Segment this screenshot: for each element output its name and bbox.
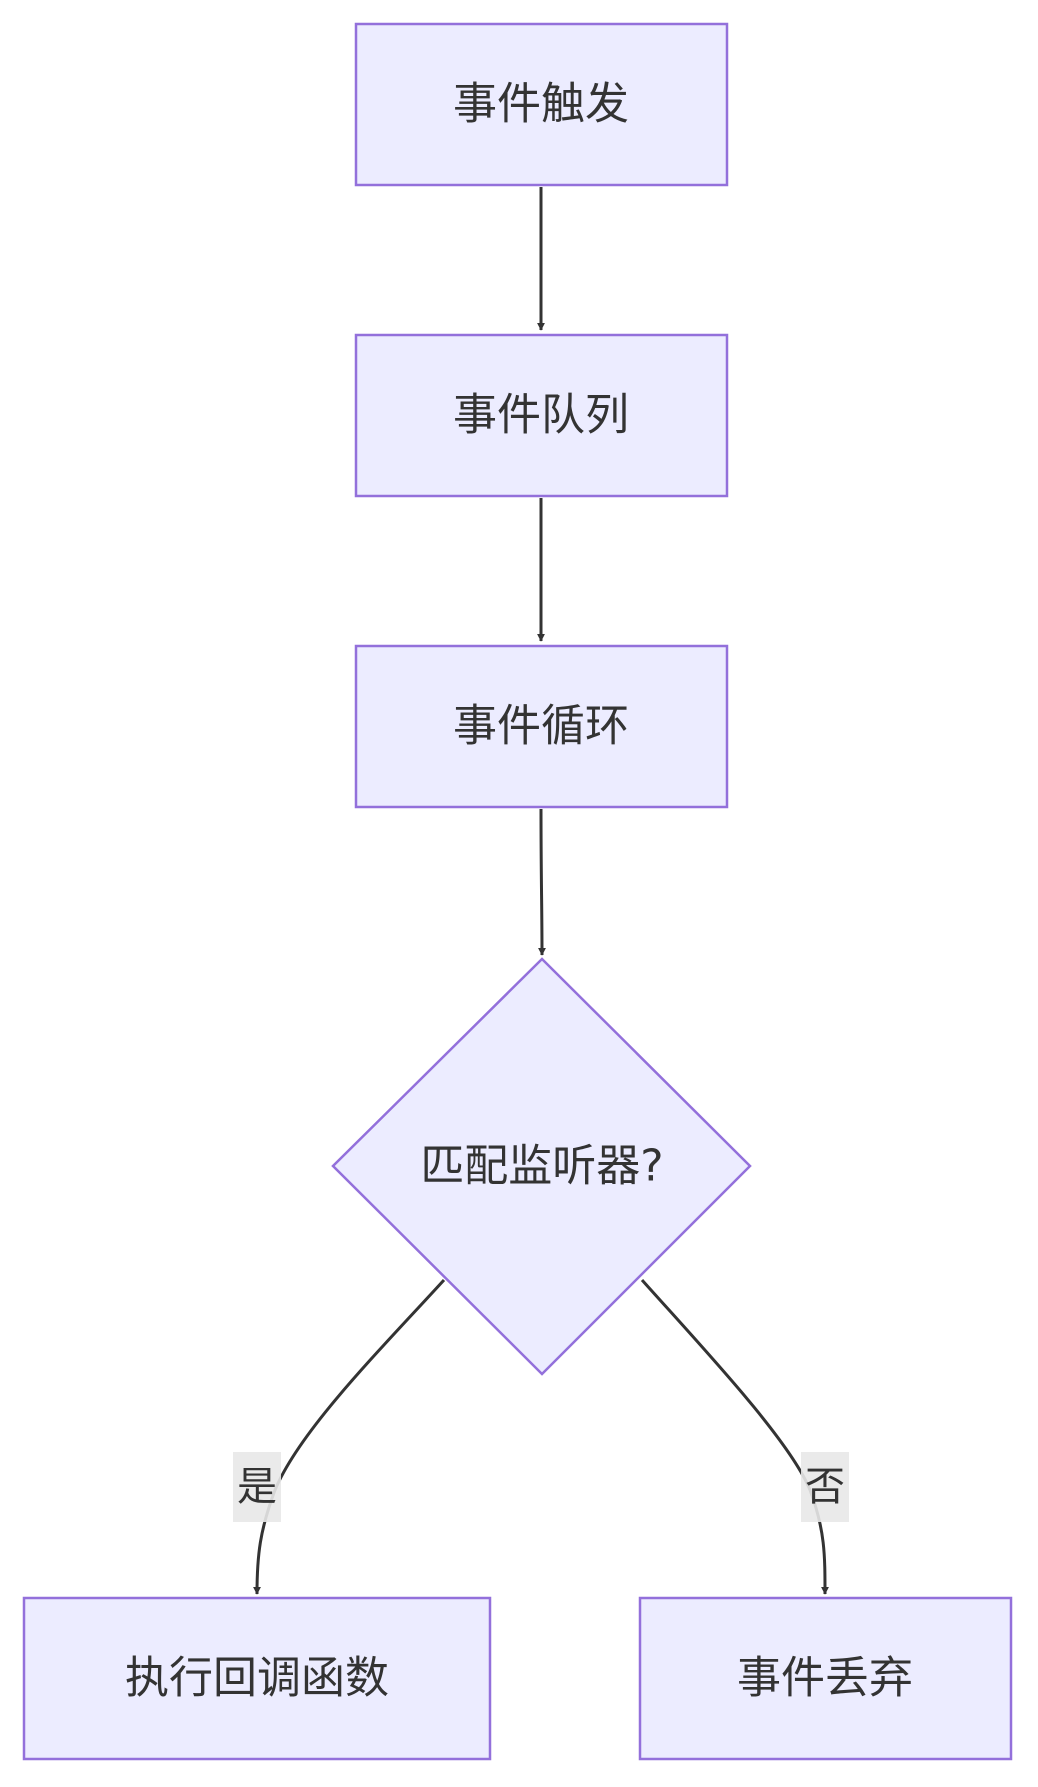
node-match-listener: 匹配监听器? — [331, 957, 752, 1376]
edges — [253, 187, 829, 1595]
edge-label-yes-text: 是 — [237, 1464, 277, 1510]
node-event-loop: 事件循环 — [354, 644, 729, 809]
edge-label-yes-bg — [233, 1452, 281, 1522]
edge-label-no: 否 — [801, 1452, 849, 1522]
node-match-listener-label: 匹配监听器? — [420, 1141, 663, 1192]
node-event-queue-label: 事件队列 — [453, 390, 629, 441]
edge-label-no-text: 否 — [805, 1464, 845, 1510]
node-event-loop-label: 事件循环 — [453, 701, 629, 752]
edge-label-yes: 是 — [233, 1452, 281, 1522]
node-event-trigger: 事件触发 — [354, 22, 729, 187]
edge-decision-to-discard — [640, 1279, 829, 1595]
edge-loop-to-decision — [537, 808, 546, 956]
node-execute-callback-label: 执行回调函数 — [125, 1653, 389, 1704]
node-event-queue: 事件队列 — [354, 333, 729, 498]
edge-label-no-bg — [801, 1452, 849, 1522]
node-event-discard-label: 事件丢弃 — [737, 1653, 913, 1704]
node-execute-callback: 执行回调函数 — [22, 1596, 492, 1761]
node-event-discard: 事件丢弃 — [638, 1596, 1013, 1761]
node-event-trigger-label: 事件触发 — [453, 79, 629, 130]
edge-decision-to-callback — [253, 1278, 446, 1595]
